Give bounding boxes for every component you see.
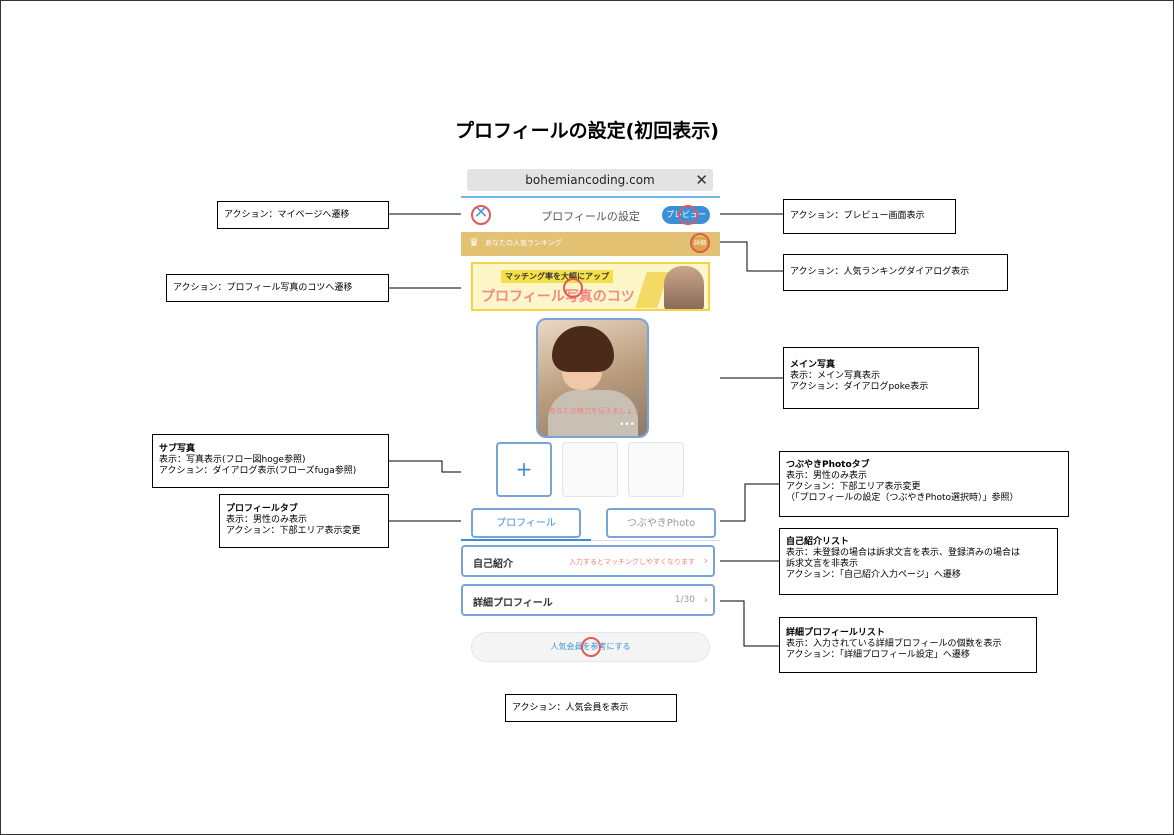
note-line: アクション：ダイアログpoke表示 <box>790 382 929 392</box>
note-tsubuyaki-tab: つぶやきPhotoタブ 表示：男性のみ表示 アクション：下部エリア表示変更 （「… <box>779 451 1069 517</box>
marker-photo-tips <box>563 278 583 298</box>
tab-profile[interactable]: プロフィール <box>471 508 581 538</box>
note-mypage: アクション：マイページへ遷移 <box>217 201 389 229</box>
note-main-photo: メイン写真 表示：メイン写真表示 アクション：ダイアログpoke表示 <box>783 347 979 409</box>
detail-profile-row[interactable]: 詳細プロフィール 1/30 › <box>461 584 715 616</box>
clear-url-icon[interactable]: ✕ <box>695 171 708 189</box>
url-text: bohemiancoding.com <box>525 173 655 187</box>
sub-photo-slot[interactable] <box>562 442 618 497</box>
note-sub-photo: サブ写真 表示：写真表示(フロー図hoge参照) アクション：ダイアログ表示(フ… <box>152 434 389 488</box>
note-line: 表示：写真表示(フロー図hoge参照) <box>159 455 306 465</box>
note-line: 訴求文言を非表示 <box>786 559 859 569</box>
note-line: 表示：メイン写真表示 <box>790 371 881 381</box>
note-line: アクション：下部エリア表示変更 <box>786 482 921 492</box>
banner-tag: マッチング率を大幅にアップ <box>501 270 613 283</box>
photo-body-shape <box>548 390 638 436</box>
note-title: つぶやきPhotoタブ <box>786 460 870 470</box>
crown-icon: ♛ <box>469 236 479 249</box>
more-icon: ••• <box>619 420 635 430</box>
banner-heading: プロフィール写真のコツ <box>481 289 635 305</box>
note-line: 表示：男性のみ表示 <box>786 471 868 481</box>
banner-person-image <box>664 266 704 309</box>
url-bar[interactable]: bohemiancoding.com ✕ <box>467 169 713 191</box>
photo-tips-banner[interactable]: マッチング率を大幅にアップ プロフィール写真のコツ <box>471 262 710 311</box>
note-line: 表示：入力されている詳細プロフィールの個数を表示 <box>786 639 1002 649</box>
progress-bar <box>461 196 720 198</box>
note-line: アクション：「自己紹介入力ページ」へ遷移 <box>786 570 961 580</box>
tab-active-indicator <box>461 539 591 541</box>
note-intro-list: 自己紹介リスト 表示：未登録の場合は訴求文言を表示、登録済みの場合は 訴求文言を… <box>779 528 1058 595</box>
photo-caption: あなたの魅力を伝えましょう <box>549 407 640 415</box>
self-intro-hint: 入力するとマッチングしやすくなります <box>569 558 695 566</box>
note-line: 表示：未登録の場合は訴求文言を表示、登録済みの場合は <box>786 548 1021 558</box>
note-line: アクション：下部エリア表示変更 <box>226 526 361 536</box>
page-title: プロフィールの設定(初回表示) <box>455 120 719 142</box>
note-title: プロフィールタブ <box>226 504 298 514</box>
note-title: 詳細プロフィールリスト <box>786 628 885 638</box>
detail-profile-count: 1/30 <box>674 595 695 605</box>
detail-profile-label: 詳細プロフィール <box>473 598 553 609</box>
self-intro-row[interactable]: 自己紹介 入力するとマッチングしやすくなります › <box>461 545 715 577</box>
marker-popular <box>581 637 601 657</box>
note-title: 自己紹介リスト <box>786 537 850 547</box>
note-title: サブ写真 <box>159 444 196 454</box>
note-line: （「プロフィールの設定（つぶやきPhoto選択時）」参照） <box>786 493 1019 503</box>
sub-photo-slot[interactable] <box>628 442 684 497</box>
marker-preview <box>678 205 698 225</box>
ranking-bar: ♛ あなたの人気ランキング 詳細 <box>461 232 720 256</box>
note-popular: アクション：人気会員を表示 <box>505 694 677 722</box>
note-ranking: アクション：人気ランキングダイアログ表示 <box>783 254 1008 291</box>
marker-ranking <box>690 233 710 253</box>
main-photo[interactable]: あなたの魅力を伝えましょう ••• <box>536 318 649 438</box>
note-photo-tips: アクション：プロフィール写真のコツへ遷移 <box>166 274 389 302</box>
tab-tsubuyaki-photo[interactable]: つぶやきPhoto <box>606 508 716 538</box>
nav-title: プロフィールの設定 <box>541 210 640 223</box>
note-line: アクション：「詳細プロフィール設定」へ遷移 <box>786 650 970 660</box>
note-line: アクション：ダイアログ表示(フローズfuga参照) <box>159 466 357 476</box>
note-preview: アクション：プレビュー画面表示 <box>783 199 956 234</box>
note-line: 表示：男性のみ表示 <box>226 515 308 525</box>
note-title: メイン写真 <box>790 360 836 370</box>
self-intro-label: 自己紹介 <box>473 559 513 570</box>
ranking-label: あなたの人気ランキング <box>485 239 562 247</box>
phone-mockup: bohemiancoding.com ✕ ✕ プロフィールの設定 プレビュー ♛… <box>461 154 720 700</box>
marker-close <box>471 205 491 225</box>
note-detail-list: 詳細プロフィールリスト 表示：入力されている詳細プロフィールの個数を表示 アクシ… <box>779 617 1037 673</box>
sub-photo-add-button[interactable]: + <box>496 442 552 497</box>
tab-divider <box>591 540 720 541</box>
photo-hair-shape <box>552 326 614 372</box>
chevron-right-icon: › <box>703 593 708 606</box>
chevron-right-icon: › <box>703 554 708 567</box>
note-profile-tab: プロフィールタブ 表示：男性のみ表示 アクション：下部エリア表示変更 <box>219 494 389 548</box>
